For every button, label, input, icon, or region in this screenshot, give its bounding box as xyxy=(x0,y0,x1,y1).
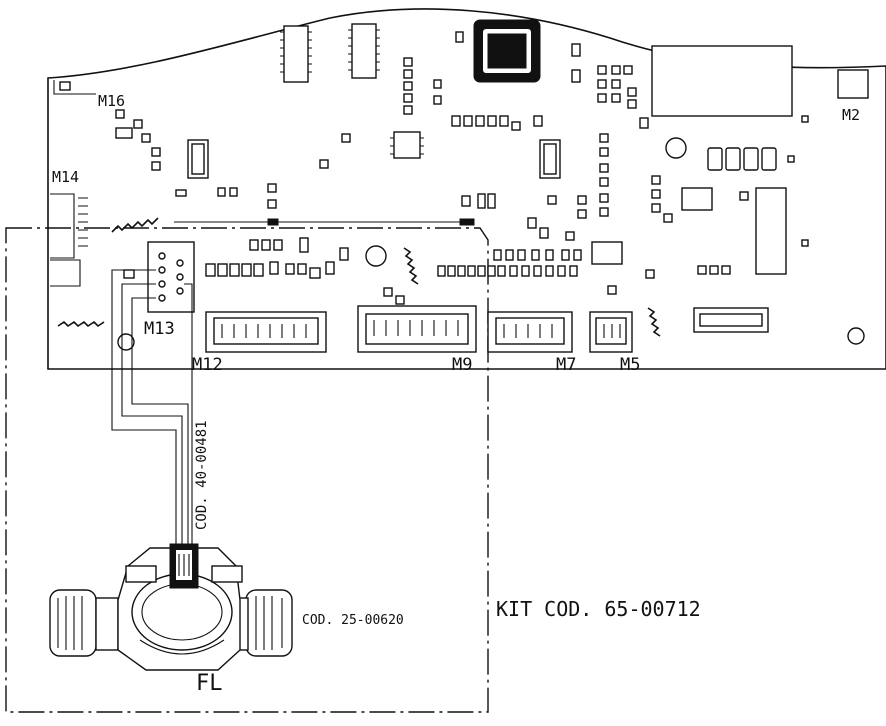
connector-m7 xyxy=(487,311,573,353)
label-m7: M7 xyxy=(556,355,576,375)
label-m12: M12 xyxy=(192,355,223,375)
kit-boundary xyxy=(5,227,489,713)
label-m5: M5 xyxy=(620,355,640,375)
flowmeter-label: FL xyxy=(196,671,223,696)
label-m13: M13 xyxy=(144,319,175,339)
pcb-components xyxy=(50,19,869,351)
flowmeter xyxy=(49,543,293,671)
label-m16: M16 xyxy=(98,92,125,110)
flowmeter-code-label: COD. 25-00620 xyxy=(302,613,404,628)
label-m14: M14 xyxy=(52,168,79,186)
label-m2: M2 xyxy=(842,106,860,124)
cable-code-label: COD. 40-00481 xyxy=(194,420,210,530)
label-m9: M9 xyxy=(452,355,472,375)
cable-wires xyxy=(111,269,193,550)
connector-m12 xyxy=(205,311,327,353)
connector-m13 xyxy=(147,241,195,313)
connector-m5 xyxy=(589,311,633,353)
connector-m9 xyxy=(357,305,477,353)
kit-code-label: KIT COD. 65-00712 xyxy=(496,597,701,621)
